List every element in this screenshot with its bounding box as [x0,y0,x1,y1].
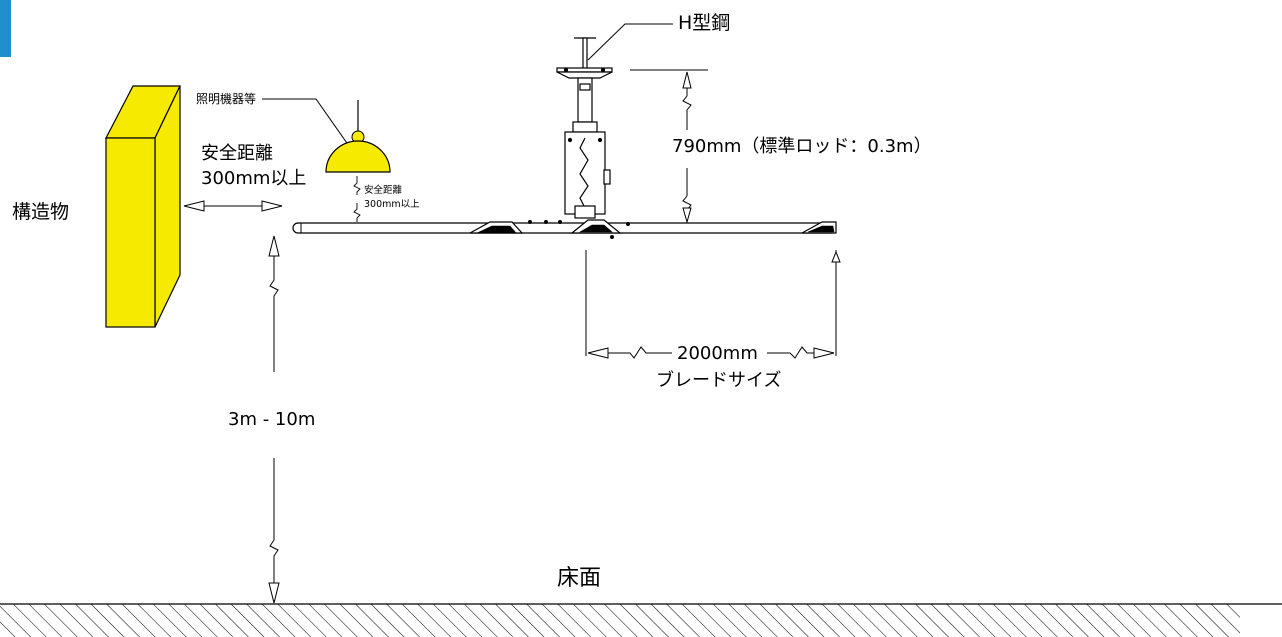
rod-height-dimension [630,69,708,224]
floor-hatching [0,603,1282,637]
rod-height-label: 790mm（標準ロッド：0.3m） [672,136,932,157]
blade-dimension [585,250,841,359]
safety-distance-arrow [183,200,283,212]
safety-distance-label-2: 300mm以上 [201,168,307,189]
lamp-safety-label-2: 300mm以上 [364,199,420,210]
accent-bar [0,0,11,57]
lamp-safety-label-1: 安全距離 [364,185,403,196]
h-beam-label: H型鋼 [678,12,731,34]
h-beam-leader [587,23,673,61]
mount-height-label: 3m - 10m [228,409,316,430]
lighting-label: 照明機器等 [196,92,257,106]
safety-distance-label-1: 安全距離 [201,143,273,164]
fan-blade [292,219,837,239]
lighting-leader [262,98,350,147]
floor-label: 床面 [557,566,602,591]
structure-label: 構造物 [12,201,70,223]
structure-block [105,85,181,328]
mount-height-dimension [268,235,280,604]
lamp-safety-arrows [353,176,361,222]
blade-size-label: ブレードサイズ [656,370,782,391]
blade-length-label: 2000mm [677,343,758,364]
fan-motor-assembly [556,37,613,219]
lamp [325,100,391,173]
